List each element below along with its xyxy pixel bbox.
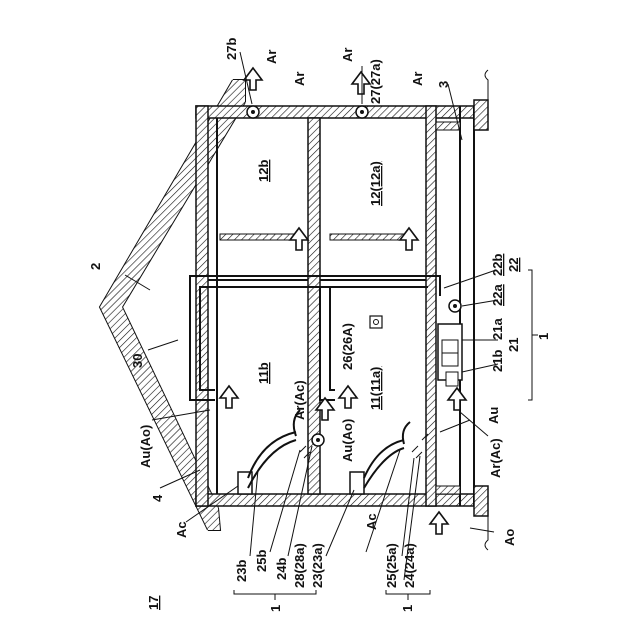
sensor-26 xyxy=(370,316,382,328)
label-1-right: 1 xyxy=(536,333,551,340)
label-ao: Ao xyxy=(502,529,517,546)
label-23a: 23(23a) xyxy=(310,543,325,588)
floor-slab xyxy=(426,106,436,506)
label-ar-12a: Ar xyxy=(410,72,425,86)
label-ar-ac-upper: Ar(Ac) xyxy=(292,380,307,420)
left-wall xyxy=(196,106,208,506)
label-au: Au xyxy=(486,407,501,424)
label-au-ao-upper: Au(Ao) xyxy=(138,425,153,468)
label-11b: 11b xyxy=(256,362,271,384)
label-12b: 12b xyxy=(256,160,271,182)
label-26: 26(26A) xyxy=(340,323,355,370)
label-27a: 27(27a) xyxy=(368,59,383,104)
label-22a: 22a xyxy=(490,284,505,306)
label-1-left-b: 1 xyxy=(400,605,415,612)
label-au-ao-lower: Au(Ao) xyxy=(340,419,355,462)
label-ac-lower: Ac xyxy=(364,513,379,530)
label-ar-27a: Ar xyxy=(340,48,355,62)
label-23b: 23b xyxy=(234,560,249,582)
label-25b: 25b xyxy=(254,550,269,572)
label-4: 4 xyxy=(150,494,165,502)
label-ar-ac-lower: Ar(Ac) xyxy=(488,438,503,478)
label-22: 22 xyxy=(506,258,521,272)
label-ac-upper: Ac xyxy=(174,521,189,538)
label-25a: 25(25a) xyxy=(384,543,399,588)
label-24a: 24(24a) xyxy=(402,543,417,588)
label-21: 21 xyxy=(506,338,521,352)
label-24b: 24b xyxy=(274,558,289,580)
label-3: 3 xyxy=(436,81,451,88)
label-30: 30 xyxy=(130,354,145,368)
label-22b: 22b xyxy=(490,254,505,276)
foundation xyxy=(436,70,488,550)
outer-walls xyxy=(196,106,474,506)
leader-lines xyxy=(125,52,538,600)
outlet-flows xyxy=(248,410,410,488)
label-21b: 21b xyxy=(490,350,505,372)
label-11a: 11(11a) xyxy=(368,367,383,410)
label-ar-27b: Ar xyxy=(264,50,279,64)
label-12a: 12(12a) xyxy=(368,161,383,206)
label-1-left-a: 1 xyxy=(268,605,283,612)
label-21a: 21a xyxy=(490,318,505,340)
label-28a: 28(28a) xyxy=(292,543,307,588)
air-conditioner-unit xyxy=(438,324,462,386)
label-27b: 27b xyxy=(224,38,239,60)
figure-number: 17 xyxy=(146,596,161,610)
label-ar-12b: Ar xyxy=(292,72,307,86)
indoor-unit-23a xyxy=(350,472,364,494)
label-2: 2 xyxy=(88,263,103,270)
